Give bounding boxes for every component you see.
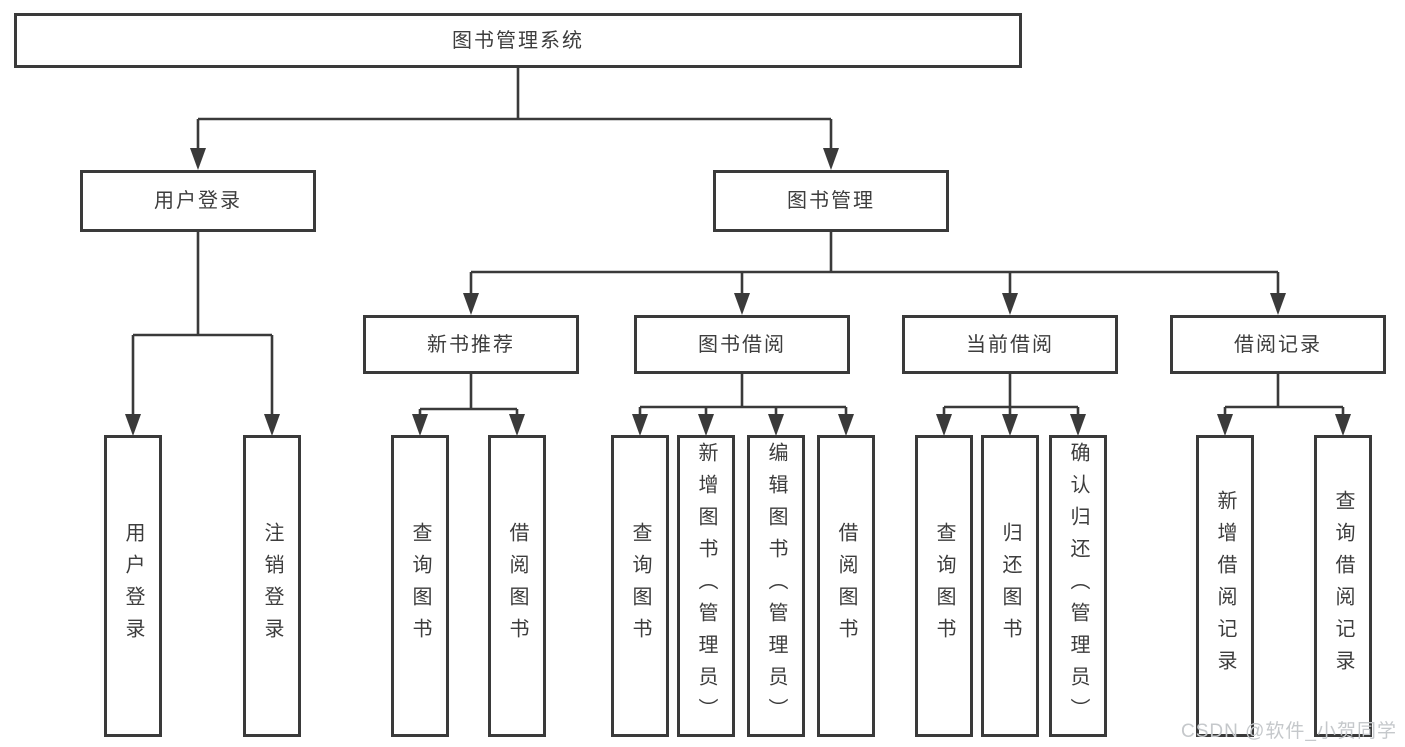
node-root-library-system: 图书管理系统	[14, 13, 1022, 68]
arrowheads	[125, 148, 1351, 436]
leaf-edit-book-admin: 编辑图书（管理员）	[747, 435, 805, 737]
leaf-query-book-current: 查询图书	[915, 435, 973, 737]
node-current-borrowing: 当前借阅	[902, 315, 1118, 374]
leaf-query-book-recommend: 查询图书	[391, 435, 449, 737]
node-new-book-recommend: 新书推荐	[363, 315, 579, 374]
leaf-logout: 注销登录	[243, 435, 301, 737]
leaf-borrow-book: 借阅图书	[817, 435, 875, 737]
leaf-add-book-admin: 新增图书（管理员）	[677, 435, 735, 737]
leaf-return-book: 归还图书	[981, 435, 1039, 737]
leaf-query-book-borrowing: 查询图书	[611, 435, 669, 737]
leaf-confirm-return-admin: 确认归还（管理员）	[1049, 435, 1107, 737]
node-borrow-records: 借阅记录	[1170, 315, 1386, 374]
node-user-login: 用户登录	[80, 170, 316, 232]
leaf-add-borrow-record: 新增借阅记录	[1196, 435, 1254, 737]
node-book-management: 图书管理	[713, 170, 949, 232]
leaf-user-login: 用户登录	[104, 435, 162, 737]
csdn-watermark: CSDN @软件_小贺同学	[1181, 721, 1397, 742]
node-book-borrowing: 图书借阅	[634, 315, 850, 374]
leaf-query-borrow-record: 查询借阅记录	[1314, 435, 1372, 737]
leaf-borrow-book-recommend: 借阅图书	[488, 435, 546, 737]
